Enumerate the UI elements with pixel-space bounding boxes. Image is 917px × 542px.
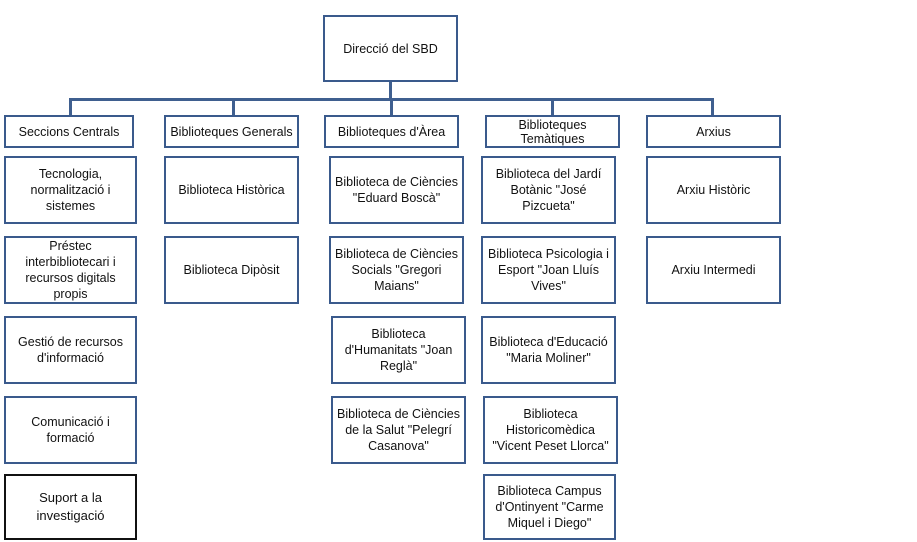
unit-label: Biblioteca del Jardí Botànic "José Pizcu…: [495, 167, 602, 213]
unit-label: Biblioteca Historicomèdica "Vicent Peset…: [492, 407, 609, 453]
unit-box: Biblioteca d'Humanitats "Joan Reglà": [331, 316, 466, 384]
column-header-label: Biblioteques Temàtiques: [518, 117, 587, 146]
unit-label: Biblioteca d'Educació "Maria Moliner": [489, 335, 608, 365]
unit-box: Préstec interbibliotecari i recursos dig…: [4, 236, 137, 304]
unit-box: Biblioteca Dipòsit: [164, 236, 299, 304]
unit-label: Arxiu Històric: [676, 183, 751, 197]
column-header-label: Seccions Centrals: [18, 124, 120, 139]
header-connector: [69, 98, 72, 117]
unit-label: Gestió de recursos d'informació: [18, 335, 123, 365]
unit-box: Biblioteca Historicomèdica "Vicent Peset…: [483, 396, 618, 464]
unit-label: Comunicació i formació: [31, 415, 110, 445]
unit-box: Biblioteca del Jardí Botànic "José Pizcu…: [481, 156, 616, 224]
column-header-label: Biblioteques d'Àrea: [337, 124, 446, 139]
unit-label: Suport a la investigació: [36, 490, 105, 523]
unit-label: Biblioteca de Ciències de la Salut "Pele…: [337, 407, 460, 453]
unit-box: Biblioteca Psicologia i Esport "Joan Llu…: [481, 236, 616, 304]
unit-box: Suport a la investigació: [4, 474, 137, 540]
root-connector: [389, 81, 392, 100]
column-header-biblioteques-tematiques: Biblioteques Temàtiques: [485, 115, 620, 148]
unit-box: Arxiu Històric: [646, 156, 781, 224]
header-connector: [232, 98, 235, 117]
root-label: Direcció del SBD: [343, 41, 438, 56]
unit-label: Biblioteca de Ciències "Eduard Boscà": [335, 175, 458, 205]
unit-box: Biblioteca de Ciències "Eduard Boscà": [329, 156, 464, 224]
header-connector: [390, 98, 393, 117]
unit-label: Biblioteca de Ciències Socials "Gregori …: [335, 247, 458, 293]
unit-box: Biblioteca de Ciències de la Salut "Pele…: [331, 396, 466, 464]
column-header-arxius: Arxius: [646, 115, 781, 148]
unit-label: Biblioteca Campus d'Ontinyent "Carme Miq…: [495, 484, 604, 530]
unit-box: Tecnologia, normalització i sistemes: [4, 156, 137, 224]
unit-box: Gestió de recursos d'informació: [4, 316, 137, 384]
unit-label: Biblioteca d'Humanitats "Joan Reglà": [344, 327, 453, 373]
unit-box: Biblioteca de Ciències Socials "Gregori …: [329, 236, 464, 304]
column-header-biblioteques-area: Biblioteques d'Àrea: [324, 115, 459, 148]
unit-label: Arxiu Intermedi: [671, 263, 756, 277]
column-header-label: Biblioteques Generals: [170, 124, 293, 139]
header-connector: [711, 98, 714, 117]
column-header-biblioteques-generals: Biblioteques Generals: [164, 115, 299, 148]
column-header-seccions-centrals: Seccions Centrals: [4, 115, 134, 148]
unit-label: Préstec interbibliotecari i recursos dig…: [25, 239, 116, 301]
root-node: Direcció del SBD: [323, 15, 458, 82]
unit-label: Tecnologia, normalització i sistemes: [30, 167, 111, 213]
unit-box: Arxiu Intermedi: [646, 236, 781, 304]
unit-label: Biblioteca Dipòsit: [183, 263, 280, 277]
unit-box: Comunicació i formació: [4, 396, 137, 464]
unit-box: Biblioteca Històrica: [164, 156, 299, 224]
unit-label: Biblioteca Històrica: [178, 183, 285, 197]
unit-box: Biblioteca d'Educació "Maria Moliner": [481, 316, 616, 384]
header-connector: [551, 98, 554, 117]
unit-box: Biblioteca Campus d'Ontinyent "Carme Miq…: [483, 474, 616, 540]
unit-label: Biblioteca Psicologia i Esport "Joan Llu…: [488, 247, 609, 293]
column-header-label: Arxius: [696, 124, 731, 139]
